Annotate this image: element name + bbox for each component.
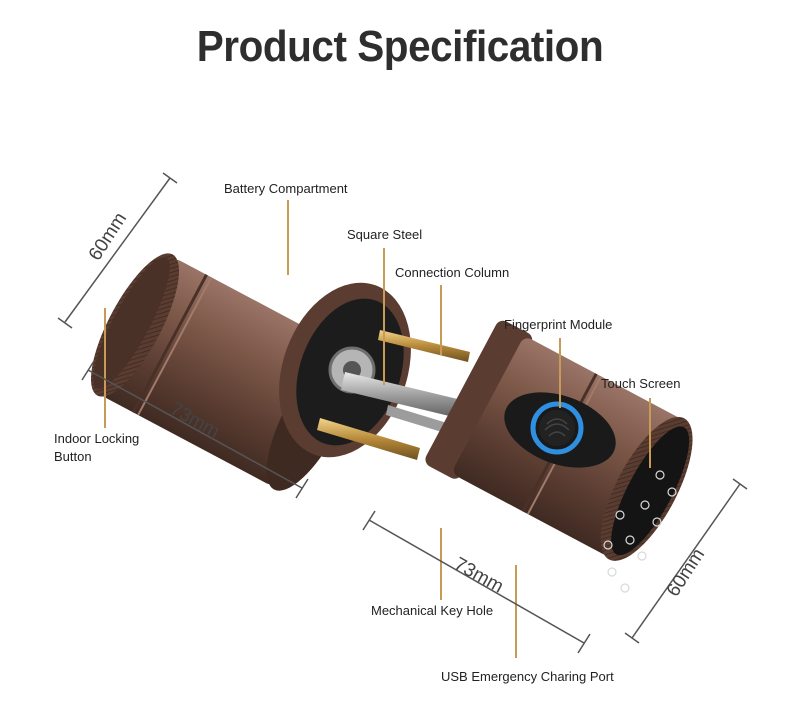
dimension-lines	[57, 172, 748, 654]
label-indoor-locking-line1: Indoor Locking	[54, 431, 140, 446]
left-mount-plate	[279, 282, 411, 458]
label-battery-compartment: Battery Compartment	[224, 181, 348, 196]
label-usb-port: USB Emergency Charing Port	[441, 669, 614, 684]
fingerprint-icon	[504, 392, 616, 468]
label-fingerprint-module: Fingerprint Module	[504, 317, 613, 332]
label-indoor-locking-line2: Button	[54, 449, 92, 464]
keypad-icon	[603, 470, 677, 593]
square-steel	[341, 372, 470, 420]
leader-lines	[104, 200, 651, 658]
label-indoor-locking-button: Indoor Locking Button	[54, 430, 139, 466]
label-mechanical-key-hole: Mechanical Key Hole	[371, 603, 494, 618]
page-title: Product Specification	[196, 22, 604, 71]
label-connection-column: Connection Column	[395, 265, 510, 280]
label-square-steel: Square Steel	[347, 227, 423, 242]
label-touch-screen: Touch Screen	[601, 376, 681, 391]
